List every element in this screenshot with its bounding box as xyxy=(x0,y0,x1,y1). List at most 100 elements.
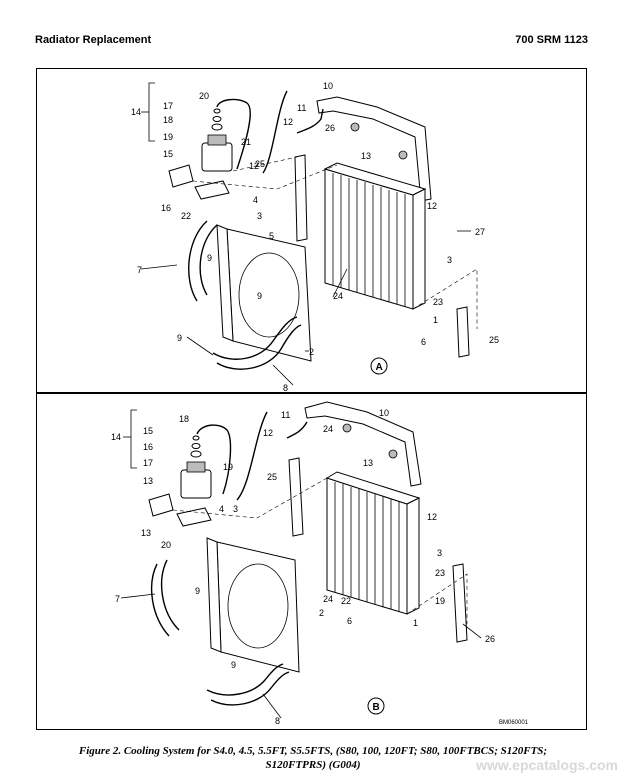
callout: 17 xyxy=(143,458,153,468)
reservoir-cap xyxy=(207,134,227,146)
callout: 24 xyxy=(333,291,343,301)
upper-radiator-hose xyxy=(296,108,324,134)
panel-label-circle xyxy=(367,697,385,715)
callout: 13 xyxy=(141,528,151,538)
callout: 4 xyxy=(253,195,258,205)
callout: 21 xyxy=(241,137,251,147)
callout: 3 xyxy=(233,504,238,514)
callout: 9 xyxy=(207,253,212,263)
fan-shroud xyxy=(216,541,300,673)
fan-shroud xyxy=(226,228,312,362)
overflow-hose xyxy=(196,424,232,495)
callout: 14 xyxy=(131,107,141,117)
callout: 26 xyxy=(325,123,335,133)
callout: 23 xyxy=(435,568,445,578)
callout: 23 xyxy=(433,297,443,307)
callout: 25 xyxy=(489,335,499,345)
panel-letter: A xyxy=(376,362,383,373)
callout-labels: 14 17 18 19 15 16 20 21 22 7 9 9 9 8 4 3… xyxy=(131,81,499,393)
callout: 7 xyxy=(137,265,142,275)
callout: 27 xyxy=(475,227,485,237)
callout: 6 xyxy=(421,337,426,347)
callout: 24 xyxy=(323,594,333,604)
diagram-panel-a: A 14 17 18 19 15 16 20 21 22 7 9 9 9 8 4… xyxy=(36,68,587,393)
callout: 14 xyxy=(111,432,121,442)
callout: 19 xyxy=(223,462,233,472)
callout: 19 xyxy=(163,132,173,142)
callout: 12 xyxy=(249,161,259,171)
callout: 6 xyxy=(347,616,352,626)
callout: 25 xyxy=(267,472,277,482)
manual-number: 700 SRM 1123 xyxy=(515,34,588,46)
upper-radiator-hose xyxy=(286,421,308,439)
callout: 13 xyxy=(143,476,153,486)
reservoir-bracket xyxy=(168,164,194,188)
callout: 15 xyxy=(163,149,173,159)
radiator-support-bar xyxy=(304,401,422,487)
figure-caption-line-1: Figure 2. Cooling System for S4.0, 4.5, … xyxy=(78,745,548,757)
callout: 15 xyxy=(143,426,153,436)
callout: 9 xyxy=(257,291,262,301)
callout: 22 xyxy=(181,211,191,221)
callout: 5 xyxy=(269,231,274,241)
callout: 4 xyxy=(219,504,224,514)
callout: 13 xyxy=(363,458,373,468)
callout: 12 xyxy=(427,512,437,522)
callout: 25 xyxy=(255,159,265,169)
callout: 16 xyxy=(143,442,153,452)
callout: 10 xyxy=(323,81,333,91)
callout: 9 xyxy=(231,660,236,670)
callout: 10 xyxy=(379,408,389,418)
baffle-plate xyxy=(294,154,308,242)
callout: 9 xyxy=(177,333,182,343)
callout: 8 xyxy=(283,383,288,393)
overflow-hose xyxy=(216,98,251,170)
figure-code: BM060001 xyxy=(499,720,529,726)
callout: 1 xyxy=(433,315,438,325)
callout: 3 xyxy=(447,255,452,265)
lower-hose-8 xyxy=(212,316,298,360)
callout: 11 xyxy=(281,410,290,420)
panel-letter: B xyxy=(373,702,380,713)
callout: 26 xyxy=(485,634,495,644)
callout: 12 xyxy=(283,117,293,127)
reservoir-hose xyxy=(236,411,268,501)
callout: 2 xyxy=(309,347,314,357)
figure-caption-line-2: S120FTPRS) (G004) xyxy=(265,759,361,771)
callout: 20 xyxy=(199,91,209,101)
callout: 12 xyxy=(263,428,273,438)
callout: 9 xyxy=(195,586,200,596)
lower-hose-7 xyxy=(151,563,170,637)
callout: 18 xyxy=(179,414,189,424)
lower-hose-7 xyxy=(188,220,208,302)
watermark: www.epcatalogs.com xyxy=(476,757,618,773)
callout: 13 xyxy=(361,151,371,161)
diagram-panel-b: B BM060001 14 15 16 17 13 13 18 19 20 7 … xyxy=(36,393,587,730)
panel-label-circle xyxy=(370,357,388,375)
cooling-system-diagram-a: A 14 17 18 19 15 16 20 21 22 7 9 9 9 8 4… xyxy=(131,81,499,393)
callout: 24 xyxy=(323,424,333,434)
callout: 16 xyxy=(161,203,171,213)
coolant-reservoir xyxy=(201,142,233,172)
callout: 11 xyxy=(297,103,306,113)
callout: 2 xyxy=(319,608,324,618)
callout: 17 xyxy=(163,101,173,111)
callout: 22 xyxy=(341,596,351,606)
callout: 20 xyxy=(161,540,171,550)
callout: 19 xyxy=(435,596,445,606)
callout-labels: 14 15 16 17 13 13 18 19 20 7 9 9 8 4 3 2… xyxy=(111,408,495,726)
callout: 7 xyxy=(115,594,120,604)
radiator-fins xyxy=(332,173,406,307)
group-bracket xyxy=(148,82,155,142)
reservoir-hose xyxy=(262,90,288,174)
callout: 18 xyxy=(163,115,173,125)
lower-hose-8 xyxy=(206,663,284,696)
callout: 3 xyxy=(437,548,442,558)
section-title: Radiator Replacement xyxy=(35,34,152,46)
callout: 12 xyxy=(427,201,437,211)
radiator-fins xyxy=(334,482,400,612)
callout: 8 xyxy=(275,716,280,726)
callout: 3 xyxy=(257,211,262,221)
coolant-reservoir xyxy=(180,469,212,499)
cooling-system-diagram-b: B BM060001 14 15 16 17 13 13 18 19 20 7 … xyxy=(111,401,529,726)
